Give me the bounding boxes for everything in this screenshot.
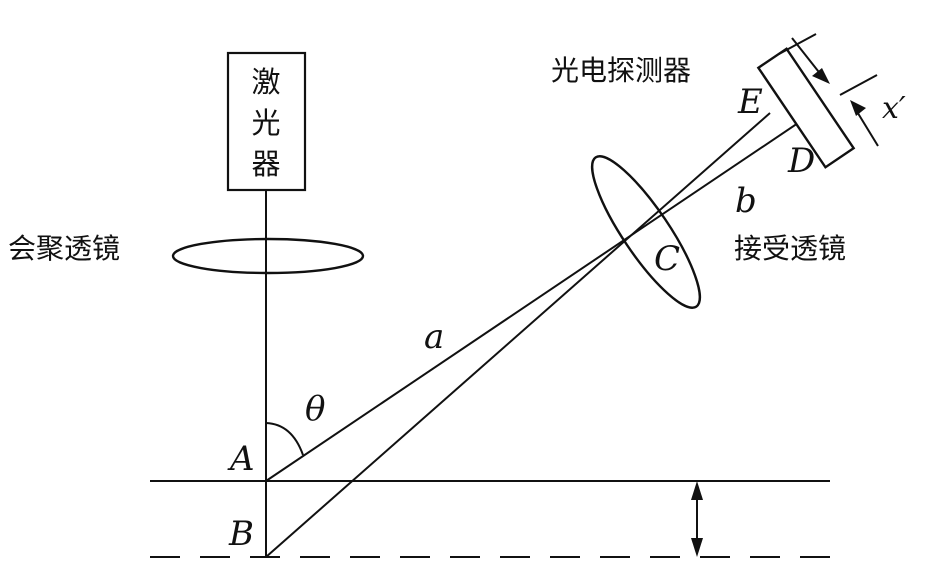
- focus-lens-label: 会聚透镜: [8, 232, 120, 265]
- dim-arrowhead-lower: [850, 100, 866, 116]
- dim-arrow-upper: [791, 37, 823, 77]
- receiving-lens-label: 接受透镜: [734, 232, 846, 265]
- dim-tick-lower: [839, 74, 878, 96]
- laser-label-3: 器: [251, 147, 280, 181]
- laser-label-2: 光: [251, 106, 280, 140]
- theta-arc: [265, 422, 304, 456]
- dim-arrowhead-upper: [812, 68, 830, 84]
- photodetector-label: 光电探测器: [551, 54, 691, 87]
- ray-from-a: [265, 116, 808, 482]
- point-e-label: E: [737, 82, 763, 122]
- focus-lens: [171, 237, 365, 275]
- laser-box: [226, 51, 307, 192]
- point-a-label: A: [227, 439, 255, 479]
- ray-from-b: [265, 112, 771, 558]
- displacement-label: x′: [882, 91, 906, 126]
- laser-label-1: 激: [251, 65, 280, 99]
- photodetector: [756, 47, 856, 169]
- ray-a-label: a: [424, 317, 444, 357]
- displacement-arrow-bottom: [691, 538, 703, 557]
- ray-b-label: b: [735, 181, 757, 221]
- dim-arrow-lower: [855, 109, 879, 147]
- point-c-label: C: [654, 239, 680, 279]
- theta-label: θ: [305, 389, 325, 429]
- point-d-label: D: [787, 141, 815, 181]
- displacement-arrow-top: [691, 481, 703, 500]
- point-b-label: B: [228, 514, 254, 554]
- receiving-lens: [590, 155, 702, 309]
